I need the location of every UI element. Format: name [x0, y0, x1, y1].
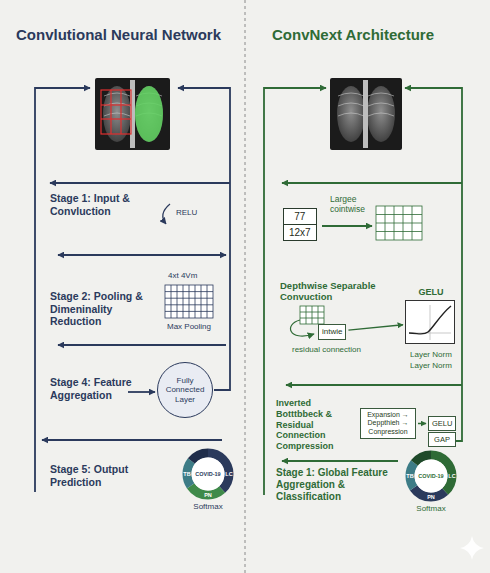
- donut-label: TB: [182, 471, 192, 478]
- xray-image: [95, 78, 170, 150]
- flow-lines: [264, 88, 462, 495]
- panel-divider: [245, 0, 246, 573]
- feature-grid: [300, 306, 324, 324]
- node-text: Fully Connected Layer: [163, 376, 207, 404]
- donut-label: LC: [224, 471, 234, 478]
- gelu-line: [409, 306, 451, 334]
- stage-label: Depthwise Separable Convuction: [280, 280, 400, 303]
- output-label: Softmax: [168, 502, 248, 512]
- kernel-label: Largee cointwise: [330, 194, 376, 214]
- donut-hole: [415, 460, 448, 493]
- process-box: GELU: [428, 416, 456, 431]
- activation-label: RELU: [176, 208, 216, 218]
- process-box: GAP: [428, 432, 456, 447]
- stage-label: Stage 2: Pooling & Dimeninality Reductio…: [50, 290, 160, 328]
- layer-label: Max Pooling: [159, 322, 219, 332]
- feature-grid: [376, 206, 422, 240]
- donut-label: TB: [405, 473, 415, 480]
- layer-label: Layer Norm: [410, 361, 462, 371]
- output-donut: TBCOVID-19LCPNSoftmax: [405, 450, 457, 502]
- kernel-cell: 77: [284, 209, 316, 224]
- donut-segment: [410, 455, 452, 497]
- axis-line: [409, 305, 451, 340]
- node-text: GELU: [432, 419, 452, 428]
- flow-lines: [35, 88, 230, 492]
- donut-segment: [410, 455, 452, 497]
- activation-box: GELU: [405, 300, 455, 344]
- donut-label: LC: [447, 473, 457, 480]
- panel-title: Convlutional Neural Network: [16, 26, 244, 44]
- donut-label: COVID-19: [415, 473, 447, 480]
- stage-label: Stage 4: Feature Aggregation: [50, 376, 142, 401]
- sparkle-mark: [460, 536, 484, 560]
- process-box: intwie: [318, 324, 346, 340]
- panel-title: ConvNext Architecture: [272, 26, 482, 44]
- stage-label: Stage 5: Output Prediction: [50, 463, 165, 488]
- dimension-label: 4xt 4Vm: [168, 271, 228, 281]
- output-donut: TBCOVID-19LCPNSoftmax: [182, 448, 234, 500]
- donut-segment: [187, 453, 229, 495]
- stage-label: Inverted Botttbbeck & Residual Connectio…: [276, 398, 358, 452]
- pooling-grid: [165, 285, 213, 318]
- donut-segment: [187, 453, 229, 495]
- donut-segment: [187, 453, 229, 495]
- kernel-box: 7712x7: [283, 208, 317, 241]
- node-heading: GELU: [401, 287, 461, 298]
- donut-label: PN: [202, 492, 214, 499]
- connector-arrow: [418, 423, 426, 424]
- kernel-cell: 12x7: [284, 224, 316, 240]
- donut-hole: [192, 458, 225, 491]
- process-box: Expansion → Deppthieh → Conpression: [360, 408, 416, 439]
- connection-label: residual connection: [292, 345, 392, 355]
- connector-arrow: [348, 325, 403, 330]
- donut-segment: [187, 453, 229, 495]
- stage-label: Stage 1: Input & Convluction: [50, 192, 162, 217]
- xray-image: [330, 78, 402, 150]
- node-text: intwie: [322, 327, 342, 337]
- donut-segment: [410, 455, 452, 497]
- donut-segment: [410, 455, 452, 497]
- donut-label: PN: [425, 494, 437, 501]
- stage-label: Stage 1: Global Feature Aggregation & Cl…: [276, 467, 400, 503]
- layer-label: Layer Norm: [410, 350, 462, 360]
- gelu-curve: [406, 301, 454, 343]
- layer-circle: Fully Connected Layer: [157, 362, 213, 418]
- node-text: Expansion → Deppthieh → Conpression: [364, 411, 412, 436]
- node-text: GAP: [432, 435, 452, 444]
- output-label: Softmax: [391, 504, 471, 514]
- donut-label: COVID-19: [192, 471, 224, 478]
